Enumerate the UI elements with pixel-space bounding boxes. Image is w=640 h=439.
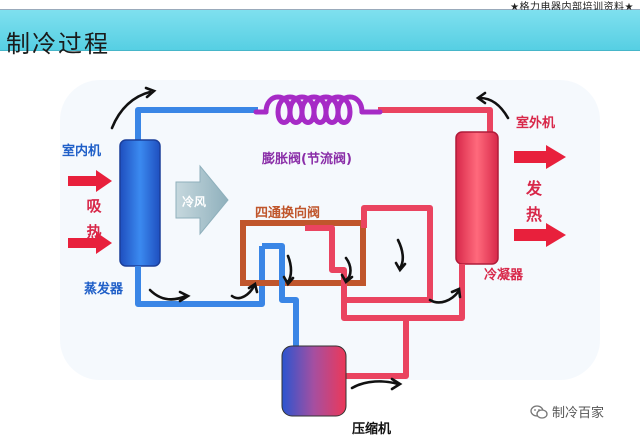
absorb-heat-label: 吸热: [86, 197, 102, 241]
expansion-valve-coil: [253, 94, 383, 125]
indoor-unit-label: 室内机: [62, 144, 102, 159]
watermark-text: 制冷百家: [552, 406, 605, 421]
flow-arrow-valve-mid: [344, 256, 352, 282]
cold-air-arrow: [175, 164, 229, 236]
flow-arrow-cond-top: [478, 96, 510, 120]
flow-arrow-cond-bottom: [428, 290, 460, 304]
evaporator-label: 蒸发器: [84, 282, 124, 297]
compressor-label: 压缩机: [352, 422, 392, 437]
heat-out-arrow-lower: [514, 223, 566, 247]
heat-in-arrow-upper: [68, 170, 112, 192]
watermark: 制冷百家: [530, 402, 604, 421]
title-bar: 制冷过程: [0, 10, 640, 58]
outdoor-unit-label: 室外机: [516, 116, 556, 131]
cold-air-label: 冷风: [182, 195, 207, 209]
page-title: 制冷过程: [6, 30, 110, 58]
four-way-valve-body: [240, 220, 366, 286]
evaporator-return-pipe: [135, 246, 265, 307]
flow-arrow-evap-top: [110, 90, 152, 130]
four-way-valve-label: 四通换向阀: [255, 206, 321, 221]
suction-pipe: [262, 243, 299, 346]
condenser-label: 冷凝器: [484, 268, 524, 283]
condenser-coil: [455, 131, 499, 265]
flow-arrow-valve-loop: [396, 238, 405, 270]
flow-arrow-valve-in: [230, 284, 256, 300]
release-heat-arrows: [514, 145, 566, 247]
absorb-heat-arrows: [68, 170, 112, 254]
release-heat-label: 发热: [526, 179, 543, 224]
company-label: ★格力电器内部培训资料★: [510, 2, 634, 13]
wechat-icon: [530, 404, 548, 419]
discharge-pipe: [338, 318, 409, 379]
top-strip: ★格力电器内部培训资料★: [0, 0, 640, 13]
compressor-body: [281, 345, 347, 417]
evaporator-coil: [119, 139, 161, 267]
flow-arrow-evap-bottom: [148, 288, 188, 301]
heat-in-arrow-lower: [68, 232, 112, 254]
flow-arrow-suction: [286, 254, 293, 284]
expansion-valve-label: 膨胀阀(节流阀): [262, 152, 352, 167]
flow-arrow-discharge: [350, 380, 400, 390]
heat-out-arrow-upper: [514, 145, 566, 169]
top-pipe: [135, 107, 493, 140]
flow-arrows: [110, 86, 510, 391]
